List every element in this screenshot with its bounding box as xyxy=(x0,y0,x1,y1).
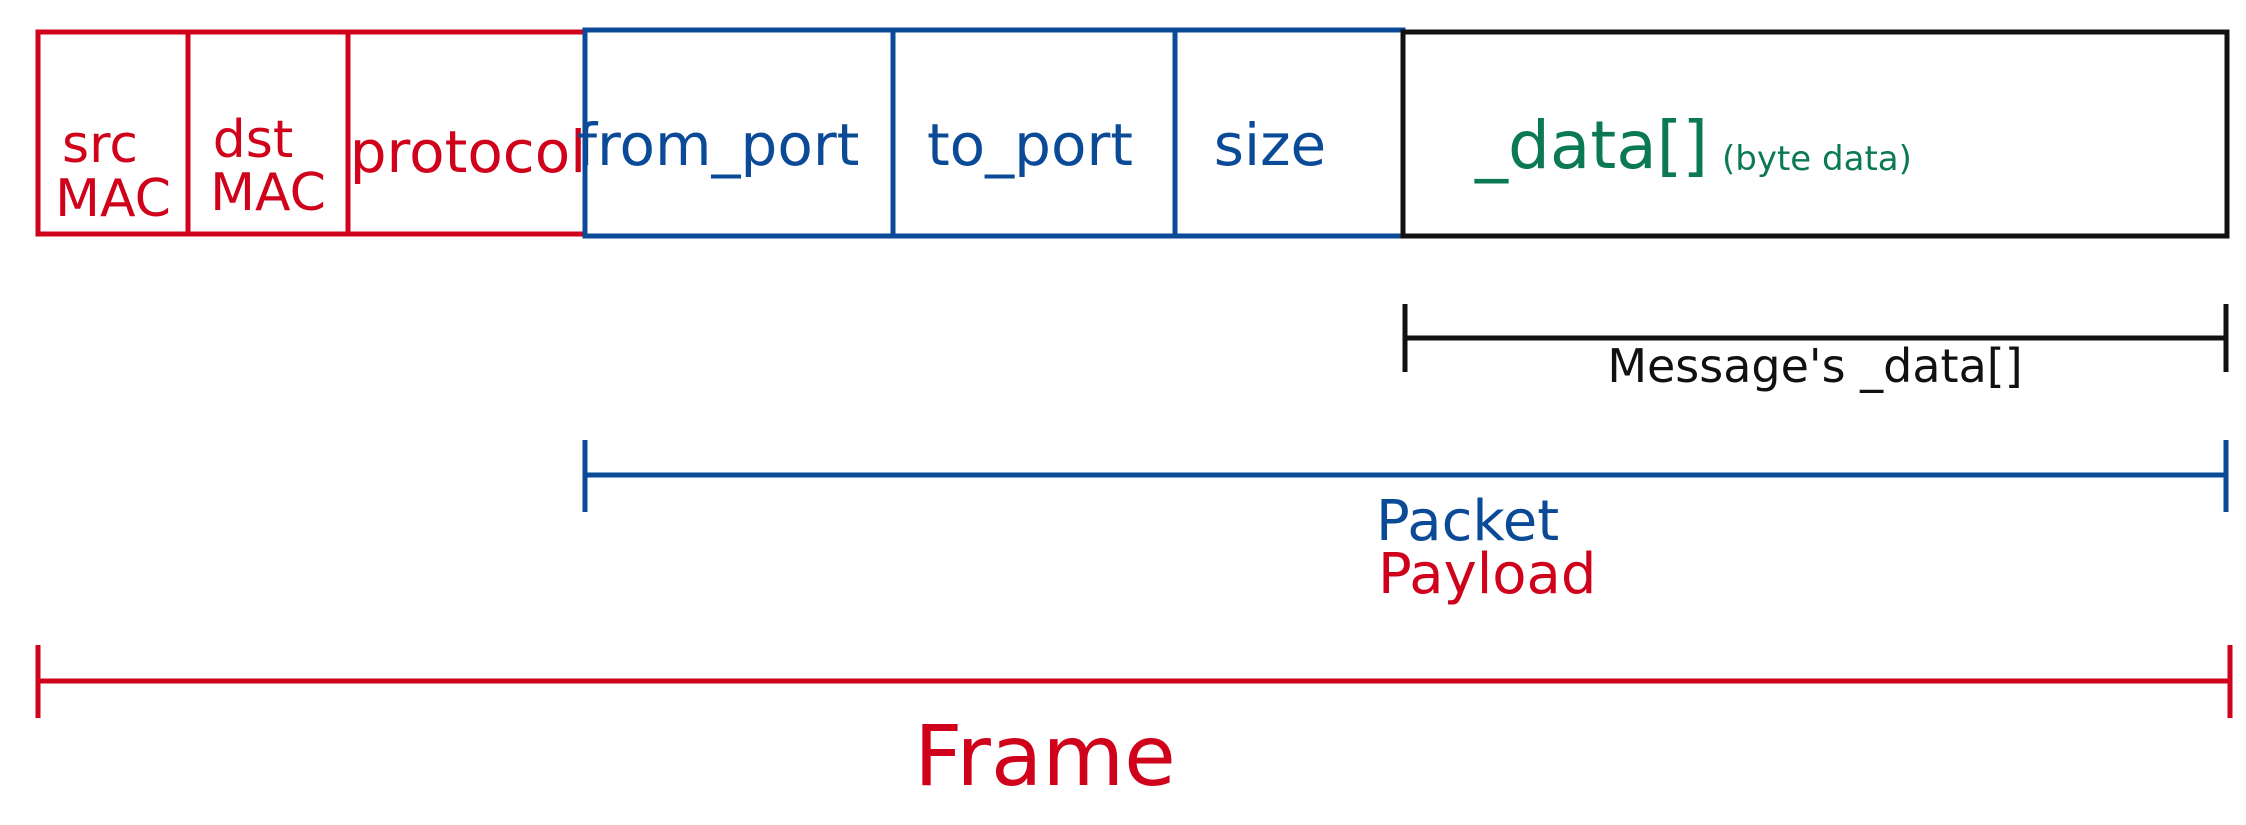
message-span-label: Message's _data[] xyxy=(1607,339,2022,393)
frame-span-group: Frame xyxy=(35,645,2233,805)
packet-header-group: from_port to_port size xyxy=(577,27,1406,239)
dst-mac-label-line2: MAC xyxy=(210,163,326,223)
data-note-label: (byte data) xyxy=(1722,139,1912,179)
dst-mac-label-line1: dst xyxy=(213,110,294,170)
frame-header-group: src MAC dst MAC protocol xyxy=(35,29,588,237)
to-port-label: to_port xyxy=(927,111,1133,179)
frame-span-label: Frame xyxy=(914,707,1176,805)
data-field-label: _data[] xyxy=(1474,107,1708,184)
src-mac-label-line2: MAC xyxy=(55,169,171,229)
size-label: size xyxy=(1214,111,1326,179)
payload-span-label: Payload xyxy=(1378,542,1596,607)
from-port-label: from_port xyxy=(577,111,860,179)
packet-span-label: Packet xyxy=(1376,489,1559,554)
message-span-group: Message's _data[] xyxy=(1402,304,2229,393)
packet-span-group: Packet Payload xyxy=(582,440,2229,607)
protocol-label: protocol xyxy=(350,118,587,186)
src-mac-label-line1: src xyxy=(62,115,138,175)
message-data-box xyxy=(1400,29,2230,239)
message-data-group: _data[] (byte data) xyxy=(1400,29,2230,239)
